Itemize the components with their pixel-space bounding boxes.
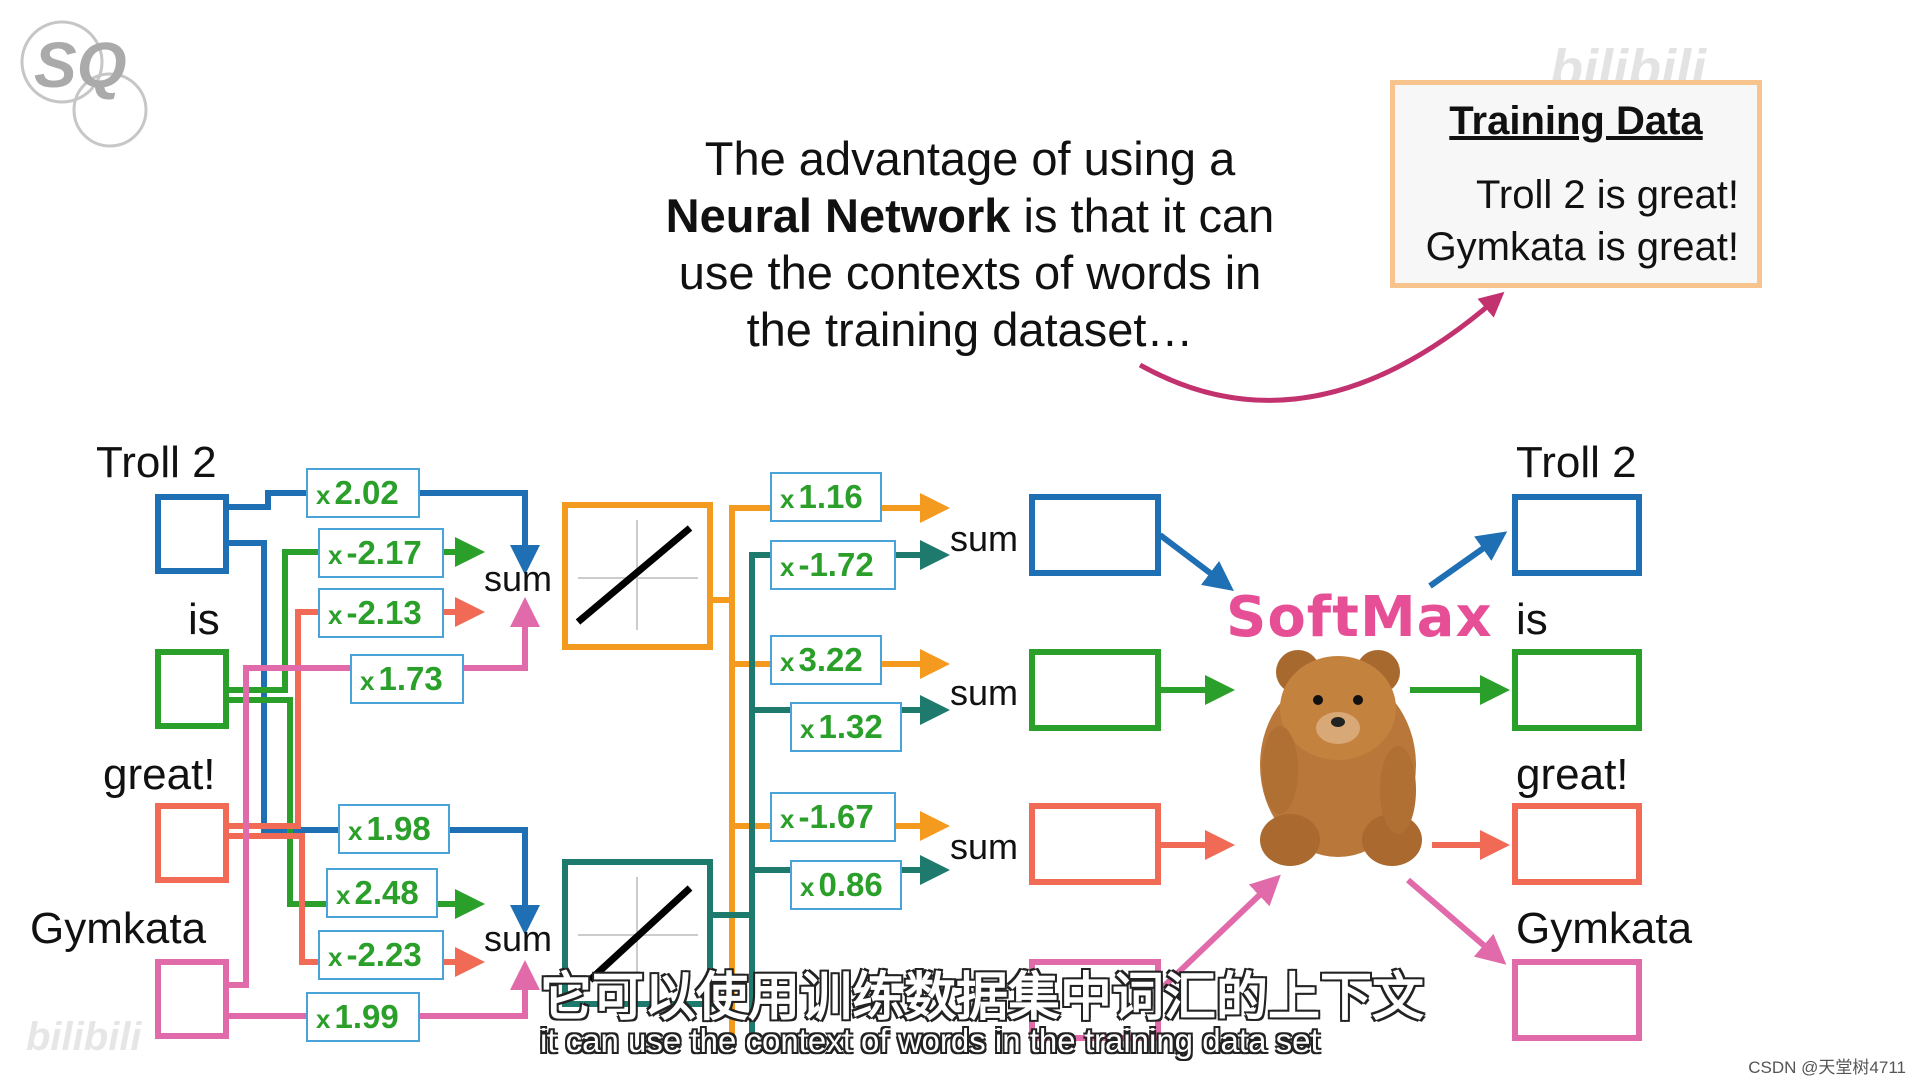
output-word-gymkata: Gymkata bbox=[1516, 904, 1692, 954]
weight-value: -2.17 bbox=[346, 534, 421, 571]
output-word-great: great! bbox=[1516, 750, 1629, 800]
logo-text: SQ bbox=[34, 28, 126, 102]
weight-value: 1.16 bbox=[798, 478, 862, 515]
training-data-box: Training Data Troll 2 is great! Gymkata … bbox=[1390, 80, 1762, 288]
input-node-gymkata bbox=[158, 962, 226, 1036]
output-node-troll2 bbox=[1515, 497, 1639, 573]
output-sum-node-3 bbox=[1032, 806, 1158, 882]
subtitle-english: it can use the context of words in the t… bbox=[540, 1022, 1320, 1060]
output-node-is bbox=[1515, 652, 1639, 728]
logo: SQ bbox=[6, 10, 166, 160]
teddy-bear-icon bbox=[1260, 650, 1422, 866]
intro-line-2-rest: is that it can bbox=[1010, 189, 1274, 242]
weight-box: x-2.13 bbox=[318, 588, 444, 638]
weight-value: 2.02 bbox=[334, 474, 398, 511]
weight-value: 1.32 bbox=[818, 708, 882, 745]
intro-line-1: The advantage of using a bbox=[620, 130, 1320, 187]
csdn-watermark: CSDN @天堂树4711 bbox=[1748, 1053, 1906, 1078]
softmax-label: SoftMax bbox=[1226, 585, 1493, 650]
sum-label: sum bbox=[484, 918, 552, 960]
output-sum-node-1 bbox=[1032, 497, 1158, 573]
weight-value: 0.86 bbox=[818, 866, 882, 903]
bilibili-watermark-bottom: bilibili bbox=[26, 1015, 142, 1060]
weight-value: -1.67 bbox=[798, 798, 873, 835]
weight-value: -2.23 bbox=[346, 936, 421, 973]
training-line-1: Troll 2 is great! bbox=[1476, 173, 1739, 218]
training-line-2: Gymkata is great! bbox=[1426, 225, 1739, 270]
weight-box: x-2.23 bbox=[318, 930, 444, 980]
sum-label: sum bbox=[950, 826, 1018, 868]
weight-value: 1.98 bbox=[366, 810, 430, 847]
output-sum-node-2 bbox=[1032, 652, 1158, 728]
weight-value: 1.73 bbox=[378, 660, 442, 697]
intro-line-3: use the contexts of words in bbox=[620, 244, 1320, 301]
weight-value: -2.13 bbox=[346, 594, 421, 631]
input-word-gymkata: Gymkata bbox=[30, 904, 206, 954]
training-data-title: Training Data bbox=[1395, 99, 1757, 144]
output-word-is: is bbox=[1516, 595, 1548, 645]
output-node-great bbox=[1515, 806, 1639, 882]
output-node-gymkata bbox=[1515, 962, 1639, 1038]
weight-value: -1.72 bbox=[798, 546, 873, 583]
intro-line-2: Neural Network is that it can bbox=[620, 187, 1320, 244]
intro-line-4: the training dataset… bbox=[620, 301, 1320, 358]
input-node-troll2 bbox=[158, 497, 226, 571]
sum-label: sum bbox=[950, 518, 1018, 560]
weight-value: 1.99 bbox=[334, 998, 398, 1035]
input-word-is: is bbox=[188, 595, 220, 645]
intro-text: The advantage of using a Neural Network … bbox=[620, 130, 1320, 358]
weight-value: 2.48 bbox=[354, 874, 418, 911]
output-word-troll2: Troll 2 bbox=[1516, 438, 1637, 488]
input-word-great: great! bbox=[103, 750, 216, 800]
input-node-is bbox=[158, 652, 226, 726]
input-node-great bbox=[158, 806, 226, 880]
weight-box: x-1.72 bbox=[770, 540, 896, 590]
weight-value: 3.22 bbox=[798, 641, 862, 678]
subtitle-chinese: 它可以使用训练数据集中词汇的上下文 bbox=[540, 955, 1424, 1030]
sum-label: sum bbox=[484, 558, 552, 600]
input-word-troll2: Troll 2 bbox=[96, 438, 217, 488]
sum-label: sum bbox=[950, 672, 1018, 714]
weight-box: x-2.17 bbox=[318, 528, 444, 578]
weight-box: x-1.67 bbox=[770, 792, 896, 842]
intro-emphasis: Neural Network bbox=[666, 189, 1011, 242]
